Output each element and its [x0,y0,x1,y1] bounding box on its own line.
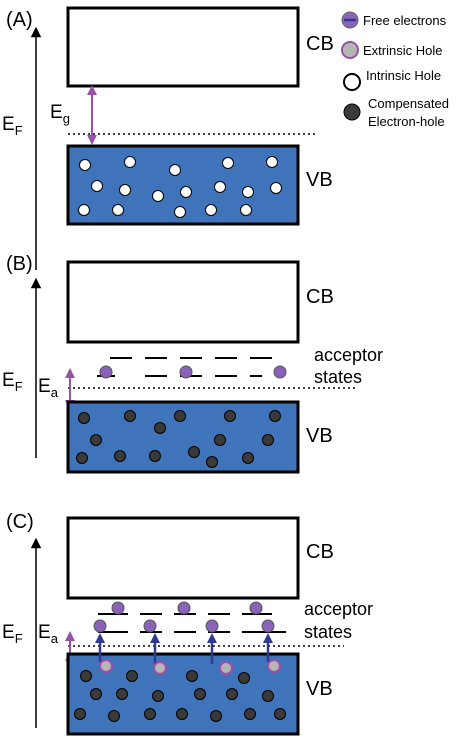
legend-extrinsic-hole: Extrinsic Hole [363,43,442,58]
extrinsic-hole [153,661,167,675]
compensated-pairs [74,670,286,722]
acceptor-energy-label: Ea [38,376,59,400]
electron [93,619,107,633]
intrinsic-hole [119,184,131,196]
panel-a-tag: (A) [6,9,33,31]
vb-label: VB [306,169,333,191]
extrinsic-holes [99,659,281,675]
intrinsic-hole [169,164,181,176]
conduction-band [66,260,300,344]
panel-c: (C) EF CB acceptor states [2,511,373,736]
electron [177,601,191,615]
compensated-pairs [76,410,281,468]
valence-band [66,144,300,226]
legend-compensated-1: Compensated [368,96,449,111]
intrinsic-hole [152,190,164,202]
band-gap-label: Eg [50,102,70,126]
intrinsic-hole [205,204,217,216]
electron [143,619,157,633]
intrinsic-hole [242,186,254,198]
excitation-arrows [95,633,273,664]
panel-a: (A) EF CB VB Eg [2,6,334,270]
electron [205,619,219,633]
legend-intrinsic-hole: Intrinsic Hole [366,68,441,83]
states-label: states [314,367,362,387]
intrinsic-hole [266,156,278,168]
intrinsic-hole [174,206,186,218]
intrinsic-holes [78,156,282,218]
acceptor-label: acceptor [314,345,383,365]
acceptor-label: acceptor [304,599,373,619]
conduction-band [66,516,300,600]
extrinsic-hole [267,659,281,673]
extrinsic-hole [219,661,233,675]
cb-label: CB [306,286,334,308]
acceptor-energy-label: Ea [38,622,59,646]
intrinsic-hole [214,181,226,193]
intrinsic-hole [78,204,90,216]
panel-b-tag: (B) [6,253,33,275]
legend-compensated-2: Electron-hole [368,114,445,129]
panel-b: (B) EF CB acceptor states Ea VB [2,253,383,474]
electron [99,365,113,379]
legend-free-electrons: Free electrons [363,13,447,28]
states-label: states [304,622,352,642]
intrinsic-hole [112,204,124,216]
electron [179,365,193,379]
intrinsic-hole [270,182,282,194]
compensated-legend-icon [343,103,361,121]
acceptor-levels [98,613,286,633]
extrinsic-hole-legend-icon [341,41,359,59]
electron [273,365,287,379]
intrinsic-hole [222,157,234,169]
trapped-electrons [99,365,287,379]
fermi-level-label: EF [2,370,23,394]
intrinsic-hole [240,204,252,216]
cb-label: CB [306,541,334,563]
vb-label: VB [306,425,333,447]
vb-label: VB [306,678,333,700]
intrinsic-hole [180,186,192,198]
intrinsic-hole [79,159,91,171]
intrinsic-hole-legend-icon [343,73,361,91]
fermi-level-label: EF [2,114,23,138]
intrinsic-hole [91,180,103,192]
extrinsic-hole [99,659,113,673]
electron [111,601,125,615]
conduction-band [66,6,300,88]
cb-label: CB [306,33,334,55]
legend: Free electrons Extrinsic Hole Intrinsic … [341,11,449,129]
electron [249,601,263,615]
fermi-level-label: EF [2,622,23,646]
trapped-electrons [93,601,275,633]
electron [261,619,275,633]
intrinsic-hole [124,156,136,168]
panel-c-tag: (C) [6,511,34,533]
